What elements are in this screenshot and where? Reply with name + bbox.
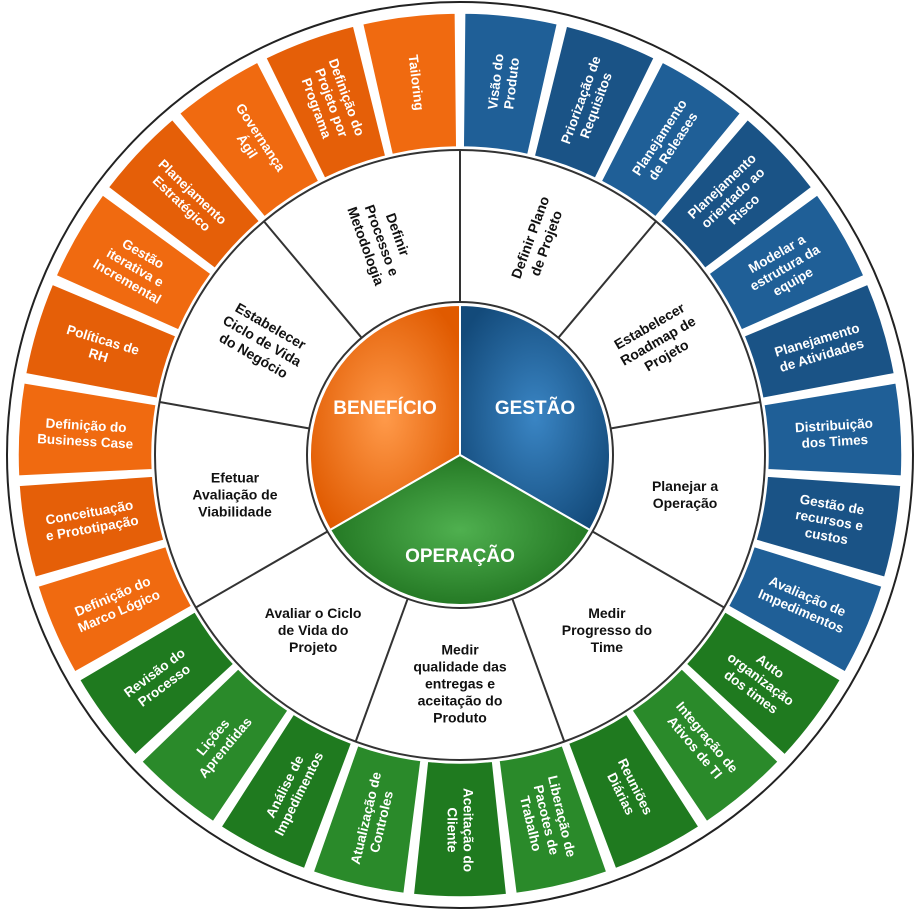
- outer-segment-planejamento-orientado-ao-risco: Planejamentoorientado aoRisco: [659, 118, 813, 270]
- outer-segment-shape: [361, 12, 458, 156]
- outer-segment-reunioes-diarias: ReuniõesDiárias: [567, 713, 701, 870]
- outer-segment-shape: [78, 610, 235, 756]
- core-sector-operacao: OPERAÇÃO: [328, 453, 592, 606]
- middle-divider: [159, 401, 311, 430]
- middle-divider: [609, 401, 761, 430]
- outer-segment-integracao-de-ativos-de-ti: Integração deAtivos de TI: [630, 667, 780, 823]
- core-sector-shape: [328, 453, 592, 606]
- outer-segment-shape: [533, 25, 656, 180]
- outer-segment-shape: [412, 760, 508, 898]
- outer-segment-definicao-do-projeto-por-programa: Definição doProjeto porPrograma: [264, 25, 387, 180]
- outer-segment-label: Distribuiçãodos Times: [795, 416, 875, 451]
- outer-segment-label: Definição doBusiness Case: [37, 415, 135, 452]
- outer-segment-shape: [462, 12, 559, 156]
- outer-segment-shape: [18, 475, 165, 579]
- core-sector-beneficio: BENEFÍCIO: [309, 303, 461, 532]
- outer-segment-shape: [140, 667, 290, 823]
- outer-segment-avaliacao-de-impedimentos: Avaliação deImpedimentos: [727, 545, 884, 674]
- core-label: BENEFÍCIO: [333, 397, 436, 419]
- outer-segment-shape: [219, 713, 353, 870]
- middle-divider: [263, 220, 364, 340]
- core-sector-gestao: GESTÃO: [459, 303, 611, 532]
- outer-segment-aceitacao-do-cliente: Aceitação doCliente: [412, 760, 508, 898]
- outer-segment-analise-de-impedimentos: Análise deImpedimentos: [219, 713, 353, 870]
- outer-segment-definicao-do-marco-logico: Definição doMarco Lógico: [36, 545, 193, 674]
- middle-segment-definir-processo-e-metodologia: DefinirProcesso eMetodologia: [263, 193, 419, 340]
- outer-segment-visao-do-produto: Visão doProduto: [462, 12, 559, 156]
- core-label: GESTÃO: [495, 397, 575, 419]
- middle-divider: [591, 530, 725, 609]
- core-sector-shape: [309, 303, 461, 532]
- middle-divider: [354, 597, 409, 742]
- outer-segment-shape: [498, 744, 608, 895]
- outer-segment-shape: [36, 545, 193, 674]
- outer-segment-shape: [727, 545, 884, 674]
- core-sector-shape: [459, 303, 611, 532]
- outer-segment-politicas-de-rh: Políticas deRH: [24, 283, 177, 400]
- outer-segment-gestao-de-recursos-e-custos: Gestão derecursos ecustos: [755, 475, 902, 579]
- outer-segment-label: Aceitação doCliente: [444, 788, 475, 872]
- outer-segment-tailoring: Tailoring: [361, 12, 458, 156]
- outer-segment-shape: [24, 283, 177, 400]
- outer-segment-shape: [707, 193, 865, 332]
- outer-segment-planejamento-de-atividades: Planejamentode Atividades: [743, 283, 896, 400]
- outer-segment-shape: [17, 381, 157, 477]
- outer-segment-label: Visão doProduto: [485, 53, 522, 112]
- outer-segment-shape: [567, 713, 701, 870]
- outer-segment-label: Tailoring: [406, 54, 427, 111]
- outer-segment-definicao-do-business-case: Definição doBusiness Case: [17, 381, 157, 477]
- outer-segment-planejamento-estrategico: PlanejamentoEstratégico: [107, 118, 261, 270]
- outer-segment-label: Definição doProjeto porPrograma: [296, 57, 368, 149]
- outer-segment-shape: [178, 61, 320, 219]
- middle-divider: [556, 220, 657, 340]
- outer-segment-revisao-do-processo: Revisão doProcesso: [78, 610, 235, 756]
- outer-segment-shape: [659, 118, 813, 270]
- middle-segment-label: DefinirProcesso eMetodologia: [344, 193, 419, 288]
- core-circle: BENEFÍCIO GESTÃO OPERAÇÃO: [306, 301, 614, 609]
- outer-segment-shape: [743, 283, 896, 400]
- outer-segment-shape: [755, 475, 902, 579]
- outer-segment-shape: [312, 744, 422, 895]
- outer-segment-shape: [630, 667, 780, 823]
- outer-segment-licoes-aprendidas: LiçõesAprendidas: [140, 667, 290, 823]
- outer-segment-shape: [107, 118, 261, 270]
- outer-segment-modelar-a-estrutura-da-equipe: Modelar aestrutura daequipe: [707, 193, 865, 332]
- outer-segment-atualizacao-de-controles: Atualização deControles: [312, 744, 422, 895]
- outer-segment-shape: [264, 25, 387, 180]
- outer-segment-priorizacao-de-requisitos: Priorização deRequisitos: [533, 25, 656, 180]
- outer-segment-distribuicao-dos-times: Distribuiçãodos Times: [763, 381, 903, 477]
- outer-segment-shape: [55, 193, 213, 332]
- middle-divider: [195, 530, 329, 609]
- middle-divider: [511, 597, 566, 742]
- core-label: OPERAÇÃO: [405, 545, 515, 567]
- outer-segment-shape: [763, 381, 903, 477]
- outer-segment-conceituacao-e-prototipacao: Conceituaçãoe Prototipação: [18, 475, 165, 579]
- outer-segment-shape: [685, 610, 842, 756]
- outer-segment-liberacao-de-pacotes-de-trabalho: Liberação dePacotes deTrabalho: [498, 744, 608, 895]
- outer-segment-planejamento-de-releases: Planejamentode Releases: [600, 61, 742, 219]
- outer-segment-shape: [600, 61, 742, 219]
- outer-segment-governanca-agil: GovernançaÁgil: [178, 61, 320, 219]
